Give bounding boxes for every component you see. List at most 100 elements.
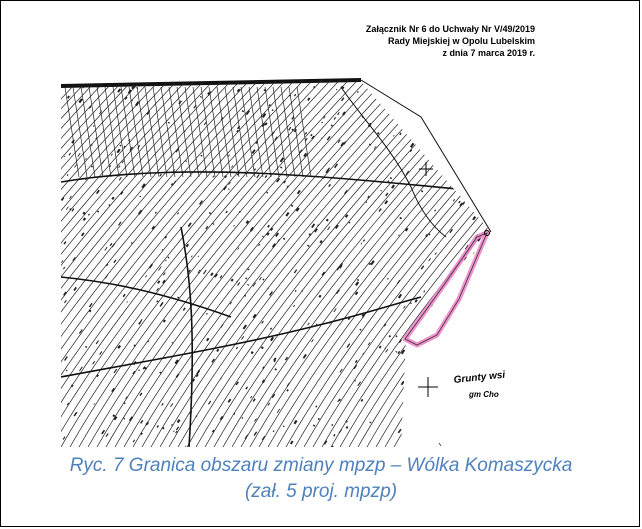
parcel-mark	[219, 415, 224, 421]
parcel-boundary-line	[123, 79, 425, 447]
caption-line-1: Ryc. 7 Granica obszaru zmiany mpzp – Wól…	[69, 455, 573, 476]
parcel-mark	[293, 304, 296, 308]
parcel-mark	[441, 336, 446, 341]
parcel-mark	[422, 376, 424, 378]
parcel-mark	[276, 408, 281, 414]
parcel-mark	[69, 208, 72, 211]
parcel-mark	[378, 345, 382, 349]
parcel-boundary-line	[61, 79, 164, 447]
parcel-boundary-line	[232, 86, 248, 178]
parcel-mark	[395, 350, 398, 353]
parcel-mark	[333, 117, 337, 120]
parcel-mark	[227, 154, 230, 158]
parcel-boundary-line	[61, 79, 299, 447]
parcel-mark	[296, 189, 301, 195]
parcel-mark	[305, 137, 308, 141]
parcel-mark	[288, 126, 292, 131]
parcel-mark	[399, 216, 403, 220]
parcel-boundary-line	[128, 86, 144, 178]
parcel-mark	[216, 348, 220, 352]
parcel-mark	[337, 112, 340, 116]
parcel-mark	[342, 111, 347, 116]
parcel-boundary-line	[61, 79, 254, 447]
parcel-mark	[197, 271, 200, 274]
parcel-mark	[125, 396, 128, 400]
parcel-mark	[321, 271, 326, 276]
parcel-mark	[116, 148, 121, 154]
parcel-mark	[450, 108, 453, 111]
parcel-mark	[65, 369, 68, 372]
parcel-mark	[407, 440, 410, 443]
parcel-mark	[268, 103, 271, 107]
parcel-boundary-line	[61, 79, 326, 447]
parcel-mark	[286, 382, 290, 387]
parcel-mark	[66, 402, 70, 406]
parcel-mark	[187, 269, 191, 274]
parcel-mark	[347, 316, 351, 321]
parcel-mark	[353, 364, 358, 370]
parcel-mark	[171, 168, 176, 173]
parcel-mark	[189, 411, 193, 415]
parcel-mark	[235, 381, 239, 386]
parcel-mark	[476, 88, 479, 92]
parcel-mark	[66, 95, 71, 99]
parcel-mark	[252, 282, 256, 287]
parcel-mark	[446, 95, 449, 99]
parcel-mark	[417, 335, 420, 339]
parcel-mark	[261, 379, 266, 384]
parcel-mark	[141, 183, 146, 189]
parcel-mark	[460, 85, 463, 89]
parcel-mark	[270, 336, 275, 342]
parcel-mark	[126, 301, 128, 303]
parcel-mark	[471, 439, 474, 442]
parcel-mark	[462, 201, 466, 205]
parcel-mark	[293, 269, 298, 274]
parcel-mark	[327, 226, 331, 231]
parcel-boundary-line	[61, 79, 272, 447]
parcel-mark	[104, 274, 109, 279]
parcel-mark	[464, 271, 466, 273]
parcel-boundary-line	[288, 86, 304, 178]
parcel-boundary-line	[216, 86, 232, 178]
parcel-mark	[117, 88, 122, 93]
parcel-mark	[74, 163, 78, 168]
parcel-mark	[139, 419, 144, 424]
parcel-mark	[478, 94, 483, 99]
parcel-boundary-line	[61, 79, 227, 447]
parcel-mark	[145, 275, 148, 278]
parcel-mark	[391, 184, 395, 189]
parcel-mark	[367, 195, 370, 199]
parcel-mark	[467, 407, 470, 410]
parcel-mark	[64, 299, 67, 304]
parcel-mark	[254, 418, 257, 422]
parcel-mark	[274, 368, 277, 371]
parcel-mark	[79, 366, 83, 372]
parcel-boundary-line	[64, 86, 80, 178]
parcel-boundary-line	[144, 86, 160, 178]
parcel-mark	[307, 322, 310, 326]
parcel-boundary-line	[61, 79, 209, 447]
parcel-mark	[133, 344, 137, 347]
parcel-mark	[361, 312, 365, 317]
parcel-mark	[405, 227, 409, 232]
parcel-mark	[195, 415, 198, 418]
parcel-mark	[315, 323, 318, 326]
parcel-mark	[220, 117, 224, 121]
parcel-mark	[267, 287, 269, 290]
parcel-mark	[271, 393, 276, 399]
parcel-mark	[261, 320, 264, 324]
parcel-boundary-line	[61, 79, 353, 447]
parcel-mark	[164, 235, 168, 239]
parcel-mark	[244, 434, 249, 440]
parcel-mark	[323, 440, 328, 445]
parcel-mark	[338, 429, 343, 434]
parcel-mark	[206, 337, 210, 342]
parcel-boundary-line	[61, 79, 281, 447]
parcel-mark	[170, 403, 174, 408]
parcel-mark	[331, 445, 334, 447]
parcel-mark	[298, 149, 303, 154]
parcel-mark	[273, 357, 277, 362]
parcel-mark	[304, 132, 308, 135]
parcel-mark	[387, 180, 390, 183]
parcel-mark	[77, 152, 81, 157]
